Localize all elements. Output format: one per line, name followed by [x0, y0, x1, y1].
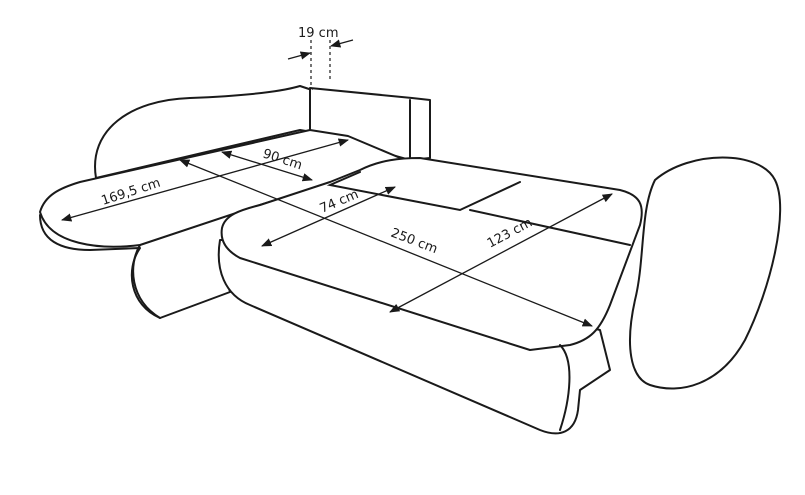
dim-label-armrest-width: 19 cm	[298, 26, 339, 41]
right-armrest	[629, 156, 782, 390]
